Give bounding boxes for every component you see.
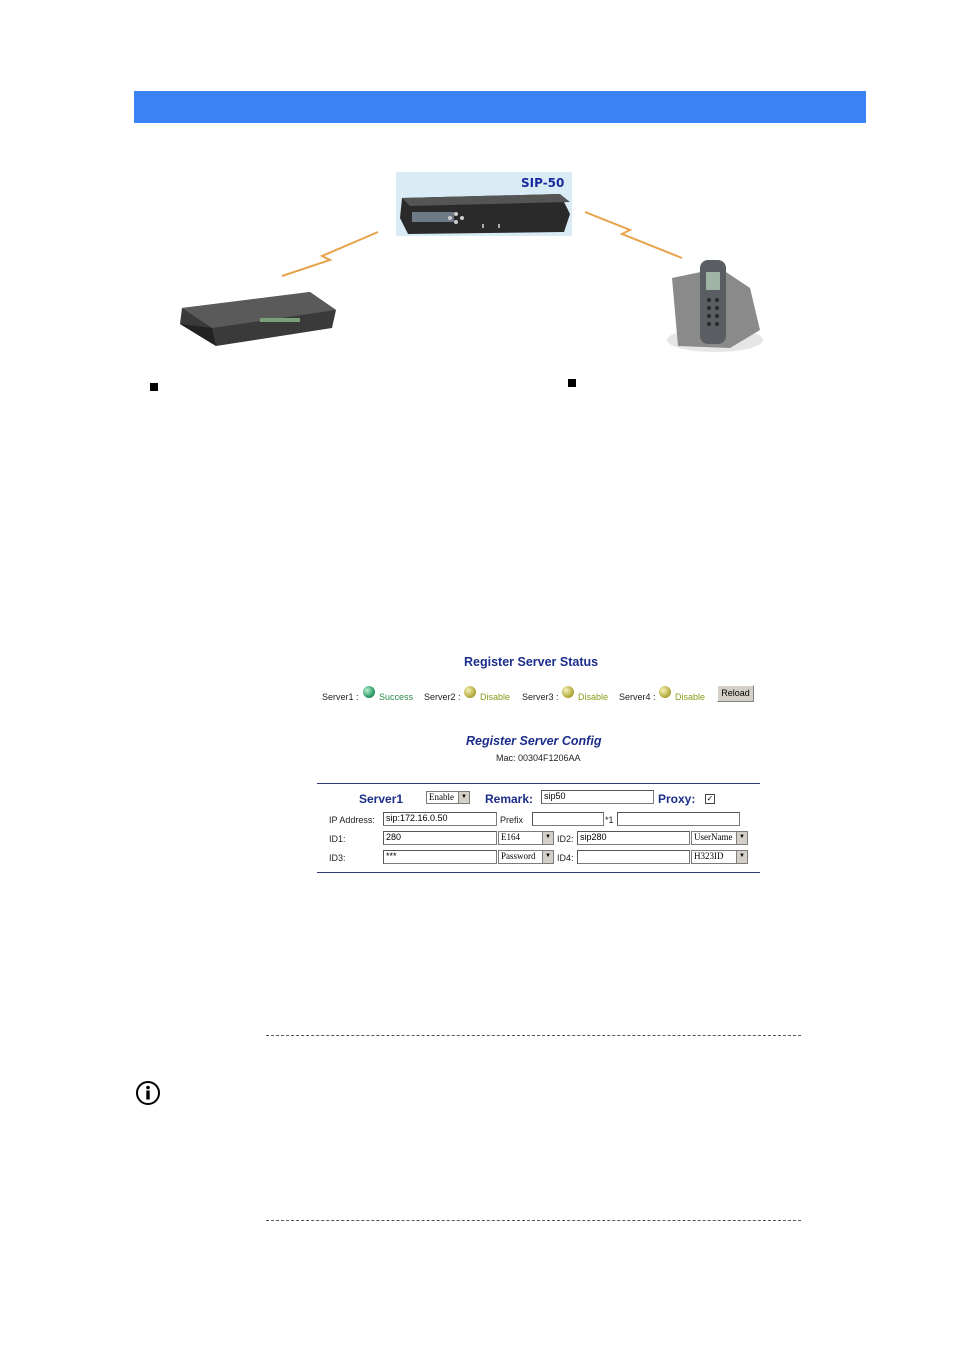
wireless-link-left bbox=[281, 231, 379, 277]
id1-type-select[interactable]: E164 ▼ bbox=[498, 831, 554, 845]
config-title: Register Server Config bbox=[466, 734, 602, 748]
remark-label: Remark: bbox=[485, 792, 534, 806]
id4-type-select[interactable]: H323ID ▼ bbox=[691, 850, 748, 864]
star-label: *1 bbox=[605, 815, 614, 825]
chevron-down-icon: ▼ bbox=[458, 792, 469, 803]
remark-input[interactable]: sip50 bbox=[541, 790, 654, 804]
server1-status-icon bbox=[363, 686, 375, 698]
id1-type-value: E164 bbox=[501, 832, 520, 842]
id2-type-select[interactable]: UserName ▼ bbox=[691, 831, 748, 845]
id3-type-value: Password bbox=[501, 851, 536, 861]
mac-address: Mac: 00304F1206AA bbox=[496, 753, 581, 763]
server3-label: Server3 : bbox=[522, 692, 559, 702]
server2-status-icon bbox=[464, 686, 476, 698]
config-top-rule bbox=[317, 783, 760, 784]
id4-input[interactable] bbox=[577, 850, 690, 864]
bullet-square-right bbox=[568, 379, 576, 387]
info-icon bbox=[136, 1081, 160, 1105]
ip-address-label: IP Address: bbox=[329, 815, 375, 825]
network-diagram bbox=[180, 172, 763, 352]
id4-type-value: H323ID bbox=[694, 851, 724, 861]
note-top-divider bbox=[266, 1035, 801, 1036]
router-device-image bbox=[180, 292, 336, 346]
proxy-label: Proxy: bbox=[658, 792, 696, 806]
prefix-input[interactable] bbox=[532, 812, 604, 826]
bullet-square-left bbox=[150, 383, 158, 391]
status-title: Register Server Status bbox=[464, 655, 599, 669]
id3-label: ID3: bbox=[329, 853, 346, 863]
id3-input[interactable]: *** bbox=[383, 850, 497, 864]
sip50-device-image bbox=[396, 172, 572, 236]
server2-status: Disable bbox=[480, 692, 511, 702]
id2-type-value: UserName bbox=[694, 832, 733, 842]
status-row: Server1 : Success Server2 : Disable Serv… bbox=[322, 685, 762, 706]
header-bar bbox=[134, 91, 866, 123]
server4-label: Server4 : bbox=[619, 692, 656, 702]
server4-status: Disable bbox=[675, 692, 706, 702]
chevron-down-icon: ▼ bbox=[736, 832, 747, 844]
proxy-checkbox[interactable]: ✓ bbox=[705, 794, 715, 804]
server1-label: Server1 : bbox=[322, 692, 359, 702]
id4-label: ID4: bbox=[557, 853, 574, 863]
id1-label: ID1: bbox=[329, 834, 346, 844]
wireless-link-right bbox=[584, 211, 683, 259]
server3-status: Disable bbox=[578, 692, 609, 702]
id2-label: ID2: bbox=[557, 834, 574, 844]
note-bottom-divider bbox=[266, 1220, 801, 1221]
server1-status: Success bbox=[379, 692, 414, 702]
chevron-down-icon: ▼ bbox=[542, 851, 553, 863]
server-enable-value: Enable bbox=[429, 792, 454, 802]
server2-label: Server2 : bbox=[424, 692, 461, 702]
server1-section-label: Server1 bbox=[359, 792, 404, 806]
phone-device-image bbox=[667, 260, 763, 352]
chevron-down-icon: ▼ bbox=[736, 851, 747, 863]
chevron-down-icon: ▼ bbox=[542, 832, 553, 844]
id3-type-select[interactable]: Password ▼ bbox=[498, 850, 554, 864]
sip50-label: SIP-50 bbox=[521, 176, 565, 190]
id2-input[interactable]: sip280 bbox=[577, 831, 690, 845]
config-bottom-rule bbox=[317, 872, 760, 873]
reload-button[interactable]: Reload bbox=[717, 685, 754, 702]
prefix-label: Prefix bbox=[500, 815, 524, 825]
server-enable-select[interactable]: Enable ▼ bbox=[426, 791, 470, 804]
id1-input[interactable]: 280 bbox=[383, 831, 497, 845]
ip-address-input[interactable]: sip:172.16.0.50 bbox=[383, 812, 497, 826]
star-input[interactable] bbox=[617, 812, 740, 826]
server3-status-icon bbox=[562, 686, 574, 698]
server4-status-icon bbox=[659, 686, 671, 698]
